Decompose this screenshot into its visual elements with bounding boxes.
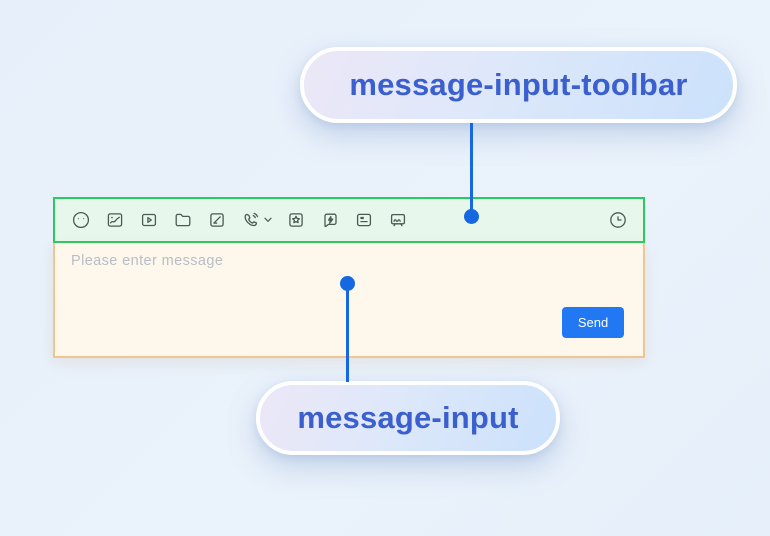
signature-icon	[209, 213, 224, 227]
connector-line-toolbar	[470, 123, 473, 216]
folder-icon	[175, 213, 190, 227]
history-clock-icon	[609, 212, 626, 228]
message-input[interactable]: Send	[53, 243, 645, 358]
phone-icon	[244, 212, 258, 227]
connector-dot-toolbar	[464, 209, 479, 224]
emoji-button[interactable]	[70, 210, 91, 231]
signature-button[interactable]	[206, 210, 227, 231]
video-button[interactable]	[138, 210, 159, 231]
saved-reply-icon	[356, 213, 371, 227]
history-button[interactable]	[607, 210, 628, 231]
message-input-toolbar	[53, 197, 645, 243]
send-button[interactable]: Send	[562, 307, 624, 338]
connector-line-input	[346, 283, 349, 382]
saved-reply-button[interactable]	[353, 210, 374, 231]
connector-dot-input	[340, 276, 355, 291]
chat-composer: Send	[53, 197, 645, 358]
video-icon	[141, 213, 156, 227]
star-sticker-button[interactable]	[285, 210, 306, 231]
toolbar-callout-label: message-input-toolbar	[349, 67, 688, 102]
quick-reply-icon	[323, 213, 337, 228]
image-button[interactable]	[104, 210, 125, 231]
image-icon	[107, 213, 122, 227]
chevron-down-icon	[264, 217, 272, 222]
input-callout: message-input	[256, 381, 560, 455]
folder-button[interactable]	[172, 210, 193, 231]
whiteboard-button[interactable]	[387, 210, 408, 231]
input-callout-label: message-input	[297, 400, 519, 435]
toolbar-callout: message-input-toolbar	[300, 47, 737, 123]
phone-call-group[interactable]	[240, 210, 272, 231]
quick-reply-button[interactable]	[319, 210, 340, 231]
star-sticker-icon	[288, 213, 303, 227]
emoji-icon	[72, 211, 89, 229]
phone-button[interactable]	[240, 210, 261, 231]
whiteboard-icon	[390, 213, 405, 227]
